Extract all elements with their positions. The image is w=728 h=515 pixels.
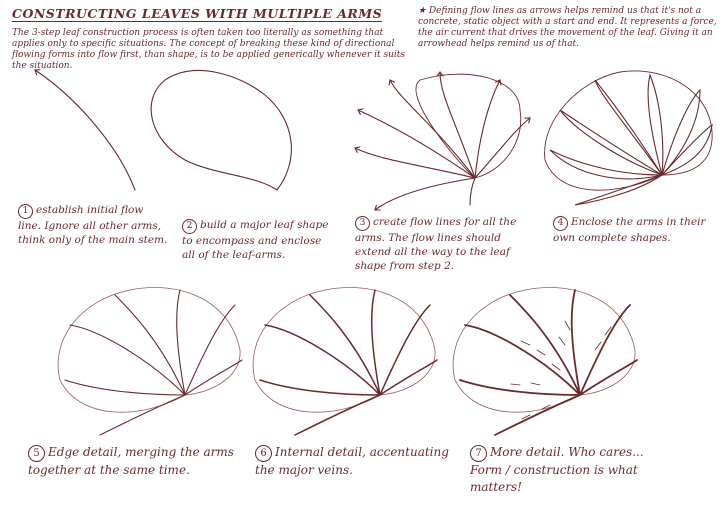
- step-number: 2: [182, 219, 197, 234]
- step-number: 4: [553, 216, 568, 231]
- step4-enclosed-arms: [544, 70, 713, 206]
- step-number: 1: [18, 204, 33, 219]
- step-number: 3: [355, 216, 370, 231]
- step1-flow-line: [35, 70, 136, 191]
- step2-leaf-shape: [150, 70, 292, 191]
- flow-note: ★ Defining flow lines as arrows helps re…: [418, 6, 717, 49]
- page-title: Constructing leaves with multiple arms: [12, 6, 383, 21]
- step-number: 7: [470, 445, 487, 462]
- step6-internal-detail: [252, 287, 438, 436]
- intro-text: The 3-step leaf construction process is …: [12, 28, 406, 71]
- step5-edge-detail: [57, 287, 243, 436]
- step-number: 5: [28, 445, 45, 462]
- step3-flow-lines: [355, 72, 530, 210]
- step-number: 6: [255, 445, 272, 462]
- step7-more-detail: [452, 287, 638, 436]
